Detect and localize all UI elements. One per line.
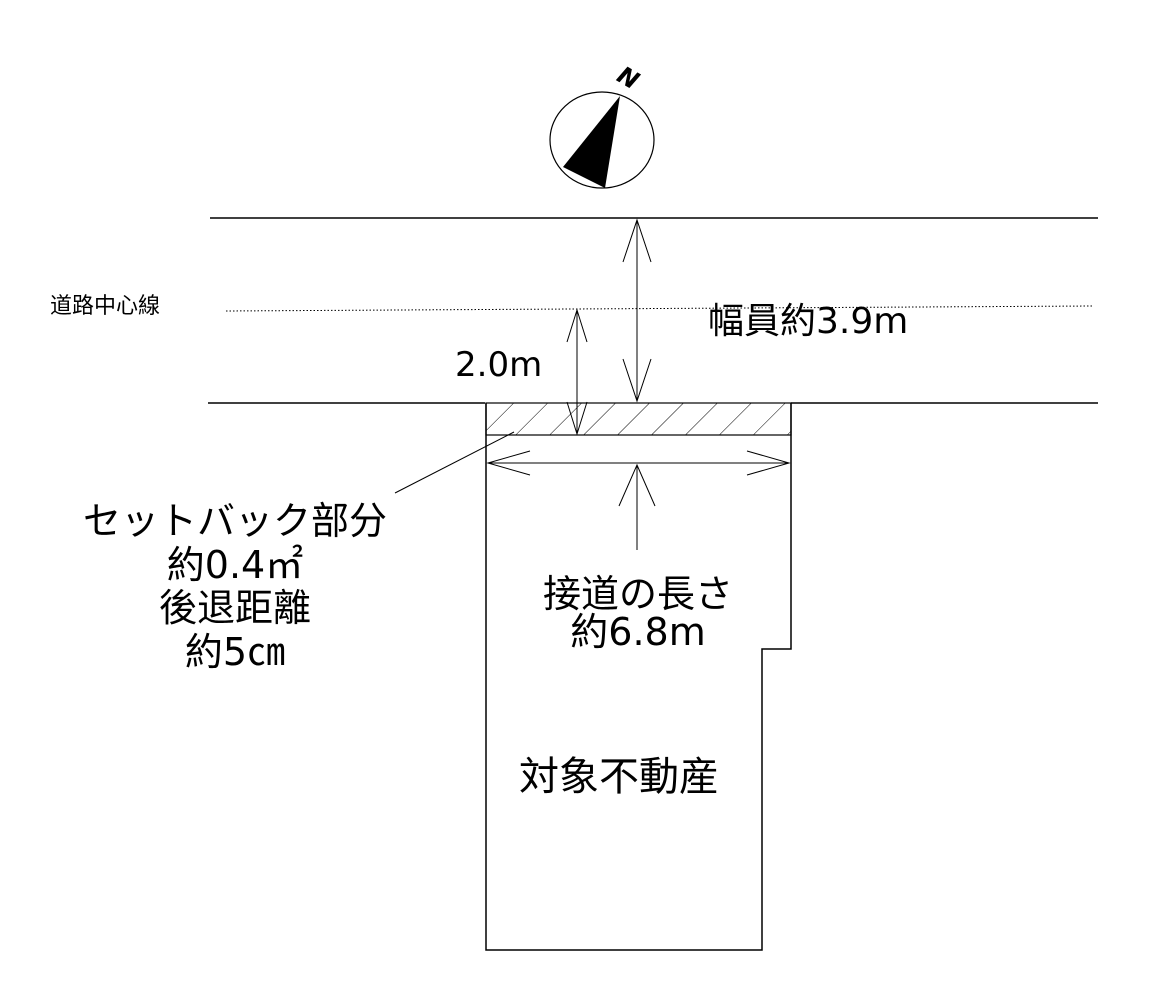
- north-arrow-icon: [549, 91, 655, 189]
- frontage-value: 約6.8m: [570, 610, 706, 654]
- property-label: 対象不動産: [519, 754, 719, 800]
- setback-area: [485, 402, 792, 436]
- setback-distance-dimension: [566, 308, 588, 436]
- road-width-label: 幅員約3.9m: [708, 301, 909, 342]
- frontage-leader: [618, 463, 656, 550]
- setback-distance-value: 約5㎝: [184, 630, 286, 675]
- setback-distance-label: 2.0m: [455, 345, 543, 385]
- setback-area-value: 約0.4㎡: [166, 542, 304, 587]
- frontage-dimension: [486, 450, 791, 476]
- frontage-title: 接道の長さ: [542, 572, 733, 616]
- road-centerline-label: 道路中心線: [50, 294, 161, 319]
- road-width-dimension: [622, 218, 652, 403]
- frontage-info: 接道の長さ 約6.8m: [506, 575, 770, 651]
- setback-title: セットバック部分: [82, 499, 387, 543]
- property-outline: [485, 403, 792, 951]
- setback-distance-title: 後退距離: [158, 586, 311, 631]
- road-centerline: [225, 305, 1093, 312]
- setback-leader: [394, 431, 515, 494]
- setback-info: セットバック部分 約0.4㎡ 後退距離 約5㎝: [70, 499, 400, 675]
